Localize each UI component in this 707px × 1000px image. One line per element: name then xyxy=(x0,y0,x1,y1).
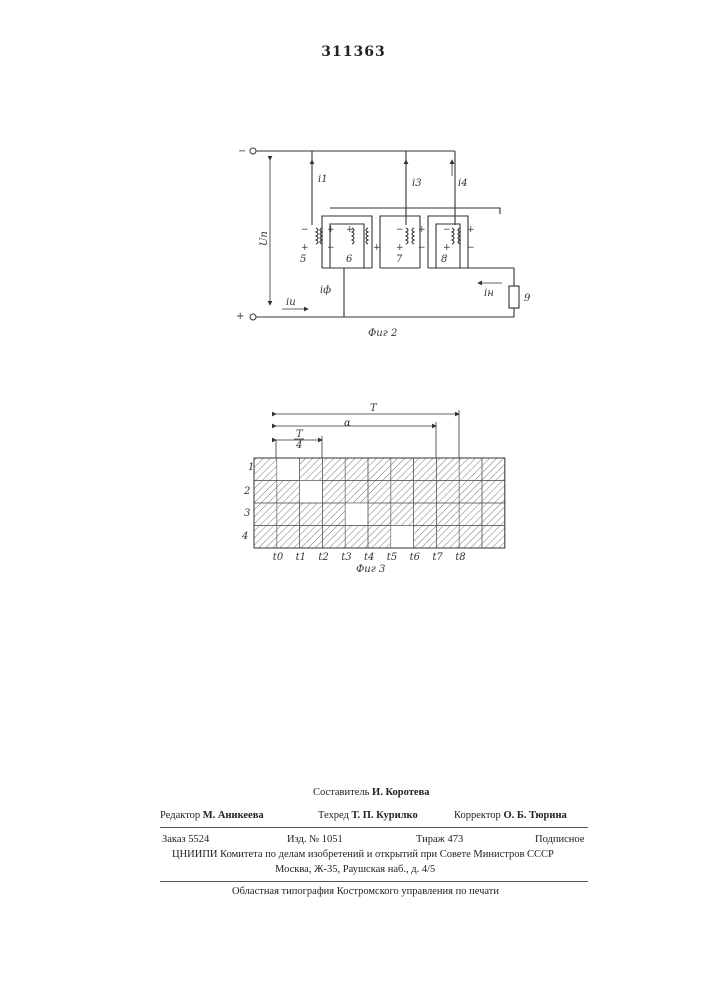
fig3-dimension-lines xyxy=(276,410,459,458)
label-period-T: T xyxy=(370,403,378,414)
cell-row4-col7 xyxy=(414,526,437,549)
cell-row2-col6 xyxy=(391,481,414,504)
address-line: Москва, Ж-35, Раушская наб., д. 4/5 xyxy=(275,864,435,875)
time-label-t4: t4 xyxy=(364,552,374,563)
cell-row1-col10 xyxy=(482,458,505,481)
time-label-t3: t3 xyxy=(341,552,351,563)
cell-row4-col2 xyxy=(300,526,323,549)
cell-row3-col7 xyxy=(414,503,437,526)
fig3-grid xyxy=(254,458,505,548)
fig3-time-labels: t0 t1 t2 t3 t4 t5 t6 t7 t8 xyxy=(273,552,466,563)
cell-row4-col0 xyxy=(254,526,277,549)
row-label-4: 4 xyxy=(241,531,248,542)
cell-row4-col5 xyxy=(368,526,391,549)
time-label-t0: t0 xyxy=(273,552,284,563)
time-label-t6: t6 xyxy=(410,552,421,563)
cell-row4-col3 xyxy=(322,526,345,549)
cell-row4-col4 xyxy=(345,526,368,549)
cell-row2-col10 xyxy=(482,481,505,504)
cell-row1-col6 xyxy=(391,458,414,481)
cell-row4-col8 xyxy=(436,526,459,549)
cell-row1-col7 xyxy=(414,458,437,481)
time-label-t2: t2 xyxy=(318,552,328,563)
printer-line: Областная типография Костромского управл… xyxy=(232,886,499,897)
time-label-t1: t1 xyxy=(296,552,306,563)
cell-row1-col3 xyxy=(322,458,345,481)
subscription-note: Подписное xyxy=(535,834,584,845)
cell-row2-col3 xyxy=(322,481,345,504)
label-T-quarter-num: T xyxy=(296,429,304,440)
cell-row2-col1 xyxy=(277,481,300,504)
cell-row2-col8 xyxy=(436,481,459,504)
time-label-t7: t7 xyxy=(432,552,443,563)
techred-name: Т. П. Курилко xyxy=(352,810,418,821)
cell-row4-col9 xyxy=(459,526,482,549)
cell-row4-col1 xyxy=(277,526,300,549)
cell-row2-col5 xyxy=(368,481,391,504)
row-label-2: 2 xyxy=(243,486,250,497)
editor-line: Редактор М. Аникеева xyxy=(160,810,264,821)
fig3-caption: Фиг 3 xyxy=(356,564,385,575)
compiler-name: И. Коротева xyxy=(372,787,429,798)
time-label-t8: t8 xyxy=(455,552,465,563)
cell-row4-col6 xyxy=(391,526,414,549)
cell-row1-col9 xyxy=(459,458,482,481)
corrector-label: Корректор xyxy=(454,810,501,821)
techred-label: Техред xyxy=(318,810,349,821)
row-label-3: 3 xyxy=(244,508,250,519)
cell-row3-col5 xyxy=(368,503,391,526)
corrector-line: Корректор О. Б. Тюрина xyxy=(454,810,567,821)
compiler-line: Составитель И. Коротева xyxy=(313,787,430,798)
cell-row4-col10 xyxy=(482,526,505,549)
cell-row2-col7 xyxy=(414,481,437,504)
cell-row3-col10 xyxy=(482,503,505,526)
editor-label: Редактор xyxy=(160,810,200,821)
organization-line: ЦНИИПИ Комитета по делам изобретений и о… xyxy=(172,849,554,860)
label-T-quarter-den: 4 xyxy=(295,440,302,451)
label-alpha: α xyxy=(344,418,351,429)
cell-row2-col0 xyxy=(254,481,277,504)
print-run: Тираж 473 xyxy=(416,834,463,845)
cell-row1-col0 xyxy=(254,458,277,481)
cell-row1-col4 xyxy=(345,458,368,481)
cell-row3-col1 xyxy=(277,503,300,526)
techred-line: Техред Т. П. Курилко xyxy=(318,810,418,821)
cell-row3-col6 xyxy=(391,503,414,526)
cell-row2-col9 xyxy=(459,481,482,504)
cell-row3-col2 xyxy=(300,503,323,526)
cell-row1-col2 xyxy=(300,458,323,481)
editor-name: М. Аникеева xyxy=(203,810,264,821)
compiler-label: Составитель xyxy=(313,787,369,798)
cell-row1-col1 xyxy=(277,458,300,481)
cell-row2-col4 xyxy=(345,481,368,504)
cell-row3-col0 xyxy=(254,503,277,526)
corrector-name: О. Б. Тюрина xyxy=(503,810,566,821)
cell-row3-col9 xyxy=(459,503,482,526)
cell-row1-col5 xyxy=(368,458,391,481)
cell-row3-col3 xyxy=(322,503,345,526)
time-label-t5: t5 xyxy=(387,552,397,563)
row-label-1: 1 xyxy=(248,462,254,473)
cell-row3-col4 xyxy=(345,503,368,526)
rule-bottom xyxy=(160,881,588,882)
order-number: Заказ 5524 xyxy=(162,834,209,845)
publication-number: Изд. № 1051 xyxy=(287,834,343,845)
rule-top xyxy=(160,827,588,828)
cell-row2-col2 xyxy=(300,481,323,504)
cell-row3-col8 xyxy=(436,503,459,526)
cell-row1-col8 xyxy=(436,458,459,481)
